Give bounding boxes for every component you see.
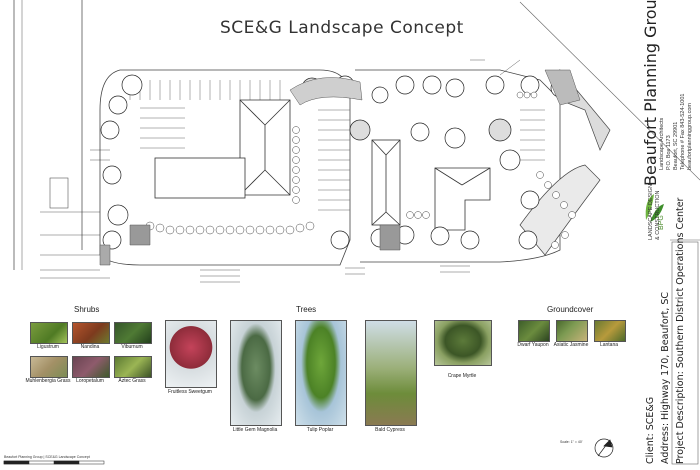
trees-heading: Trees: [296, 305, 317, 314]
shrub-caption-2: Nandina: [80, 344, 100, 350]
shrub-caption-4: Muhlenbergia Grass: [25, 378, 71, 384]
firm-address-2: Beaufort, SC 29901: [673, 121, 679, 170]
shrub-photo-6: [114, 356, 152, 378]
shrub-photo-4: [30, 356, 68, 378]
annotation-leaders: [40, 59, 521, 283]
tree-photo-3: [295, 320, 347, 426]
shrub-photo-5: [72, 356, 110, 378]
scale-note: Scale: 1" = 40': [560, 440, 583, 444]
logo-leaf-shape-2: [650, 204, 664, 222]
firm-name: Beaufort Planning Group: [641, 0, 660, 186]
tree-caption-2: Little Gem Magnolia: [232, 427, 278, 433]
tree-caption-4: Bald Cypress: [375, 427, 405, 433]
tree-caption-5: Crape Myrtle: [447, 373, 477, 379]
shrub-rows: [145, 91, 576, 249]
groundcover-photo-2: [556, 320, 588, 342]
page-title: SCE&G Landscape Concept: [220, 18, 464, 38]
tree-caption-3: Tulip Poplar: [306, 427, 334, 433]
firm-address-1: P.O. Box 1173: [666, 135, 672, 170]
firm-logo: [645, 194, 664, 222]
north-arrow: [594, 438, 614, 458]
tree-caption-1: Fruitless Sweetgum: [168, 389, 212, 395]
groundcover-beds: [99, 69, 581, 266]
logo-leaf-shape: [645, 194, 654, 220]
groundcover-caption-3: Lantana: [599, 342, 619, 348]
sheet-border: [519, 1, 700, 465]
main-building: [154, 99, 291, 199]
secondary-building: [371, 139, 491, 231]
groundcover-heading: Groundcover: [547, 305, 594, 314]
title-block-project: Project Description: Southern District O…: [675, 197, 686, 464]
firm-phone: Telephone # Fax 843-524-1001: [680, 93, 686, 170]
shrub-photo-2: [72, 322, 110, 344]
road-left: [13, 0, 83, 270]
groundcover-photo-3: [594, 320, 626, 342]
groundcover-caption-1: Dwarf Yaupon: [517, 342, 549, 348]
footer-note: Beaufort Planning Group | SCE&G Landscap…: [4, 455, 90, 459]
tree-photo-2: [230, 320, 282, 426]
tree-photo-1: [165, 320, 217, 388]
tree-photo-5: [434, 320, 492, 366]
firm-tagline-2: & CONSTRUCTION: [655, 190, 661, 241]
shrub-caption-3: Viburnum: [121, 344, 143, 350]
shrub-photo-1: [30, 322, 68, 344]
parking-stalls: [129, 80, 545, 211]
firm-tagline-1: LANDSCAPE DESIGN: [648, 184, 654, 240]
shrub-caption-1: Ligustrum: [37, 344, 59, 350]
scale-bar: [3, 460, 105, 465]
shrub-photo-3: [114, 322, 152, 344]
firm-email: beaufortplanninggroup.com: [687, 103, 693, 170]
shrubs-heading: Shrubs: [74, 305, 100, 314]
tree-photo-4: [365, 320, 417, 426]
shrub-caption-5: Loropetalum: [76, 378, 104, 384]
groundcover-photo-1: [518, 320, 550, 342]
title-block-client: Client: SCE&G: [645, 396, 656, 464]
firm-subtitle: Landscape Architects: [659, 117, 665, 170]
shrub-caption-6: Aztec Grass: [118, 378, 146, 384]
title-block-address: Address: Highway 170, Beaufort, SC: [660, 292, 671, 464]
groundcover-caption-2: Asiatic Jasmine: [553, 342, 589, 348]
